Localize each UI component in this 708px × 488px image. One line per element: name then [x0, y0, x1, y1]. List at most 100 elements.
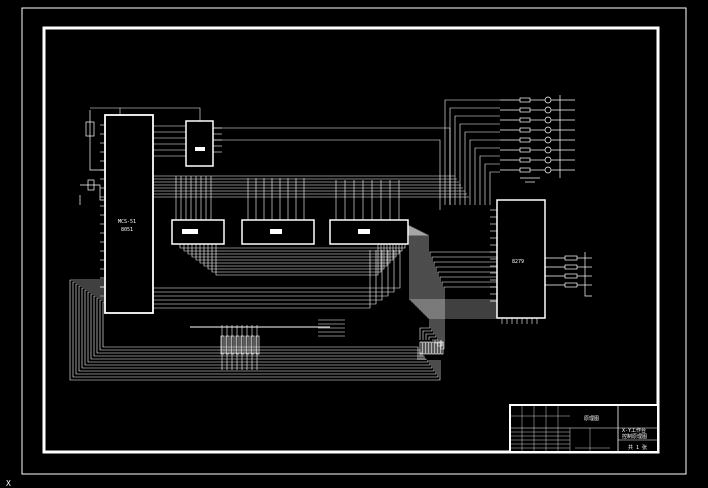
chip-u3 — [329, 219, 409, 245]
wire — [183, 244, 403, 252]
wire — [153, 250, 383, 301]
connector-pin — [422, 341, 426, 355]
wire — [153, 250, 371, 309]
resistor — [519, 107, 531, 113]
resistor — [255, 335, 260, 355]
resistor — [564, 264, 578, 270]
corner-mark: X — [6, 479, 11, 488]
resistor — [220, 335, 225, 355]
wire — [199, 244, 391, 264]
wire — [422, 256, 497, 340]
connector-pin — [425, 341, 429, 355]
wire — [408, 227, 497, 305]
wire — [408, 234, 497, 319]
title-sub: 控制原理图 — [622, 433, 647, 440]
chip-u1 — [171, 219, 225, 245]
title-name: X-Y工作台 — [622, 427, 646, 434]
wire — [207, 244, 385, 270]
led-icon — [544, 146, 552, 154]
crystal-circuit — [79, 110, 105, 205]
chip-u2 — [241, 219, 315, 245]
resistor — [564, 273, 578, 279]
resistor — [240, 335, 245, 355]
resistor — [230, 335, 235, 355]
wire — [489, 171, 500, 205]
connector-pin — [437, 341, 441, 355]
connector-pin — [440, 341, 444, 355]
wire — [153, 250, 395, 293]
wire — [408, 233, 497, 317]
title-sheet: 共 1 张 — [628, 444, 647, 451]
wire — [408, 231, 497, 313]
wire — [215, 244, 379, 276]
resistor — [519, 137, 531, 143]
wire — [408, 232, 497, 315]
wire — [469, 139, 500, 205]
wire — [75, 283, 437, 375]
connector-pin — [431, 341, 435, 355]
resistor — [225, 335, 230, 355]
led-driver-array — [500, 95, 575, 183]
wire — [213, 127, 451, 205]
resistor — [235, 335, 240, 355]
connector-pin — [434, 341, 438, 355]
wire — [408, 229, 497, 309]
wire — [153, 250, 401, 289]
resistor — [564, 255, 578, 261]
wire — [90, 293, 427, 360]
mcu-label: MCS-51 — [118, 219, 136, 225]
wire — [203, 244, 388, 267]
led-icon — [544, 116, 552, 124]
wire — [90, 107, 201, 121]
wire — [87, 291, 429, 363]
wire — [69, 279, 441, 381]
title-heading: 原理图 — [584, 416, 599, 422]
connector-pin — [419, 341, 423, 355]
resistor — [519, 127, 531, 133]
wire — [454, 115, 500, 205]
connector-pin — [428, 341, 432, 355]
wire — [96, 297, 423, 360]
led-icon — [544, 96, 552, 104]
wire — [474, 147, 500, 205]
wire — [408, 228, 497, 307]
title-block: 原理图 X-Y工作台 控制原理图 共 1 张 — [509, 404, 659, 453]
wire — [444, 99, 500, 205]
wire — [153, 250, 377, 305]
wire — [84, 289, 431, 366]
wire — [102, 301, 419, 360]
wire — [213, 139, 441, 210]
wire — [408, 225, 497, 301]
wire — [408, 230, 497, 311]
wire — [459, 123, 500, 205]
mcu-sublabel: 8051 — [121, 227, 133, 233]
wire — [179, 244, 406, 249]
outer-frame — [21, 7, 687, 475]
latch-chip — [185, 120, 214, 167]
wire-group — [69, 99, 538, 381]
led-icon — [544, 106, 552, 114]
resistor — [519, 117, 531, 123]
wire — [81, 287, 433, 369]
display-driver-label: 8279 — [512, 259, 524, 265]
wire — [408, 226, 497, 303]
wire — [464, 131, 500, 205]
resistor — [519, 147, 531, 153]
wire — [211, 244, 382, 273]
res-rail — [584, 252, 592, 297]
wire — [191, 244, 397, 258]
resistor — [564, 282, 578, 288]
led-icon — [544, 166, 552, 174]
wire — [93, 295, 425, 360]
resistor — [519, 97, 531, 103]
resistor — [519, 157, 531, 163]
wire — [419, 251, 497, 340]
led-icon — [544, 156, 552, 164]
connector-pins — [220, 335, 444, 355]
wire — [78, 285, 435, 372]
wire — [187, 244, 400, 255]
resistor — [245, 335, 250, 355]
wire — [72, 281, 439, 378]
led-icon — [544, 126, 552, 134]
